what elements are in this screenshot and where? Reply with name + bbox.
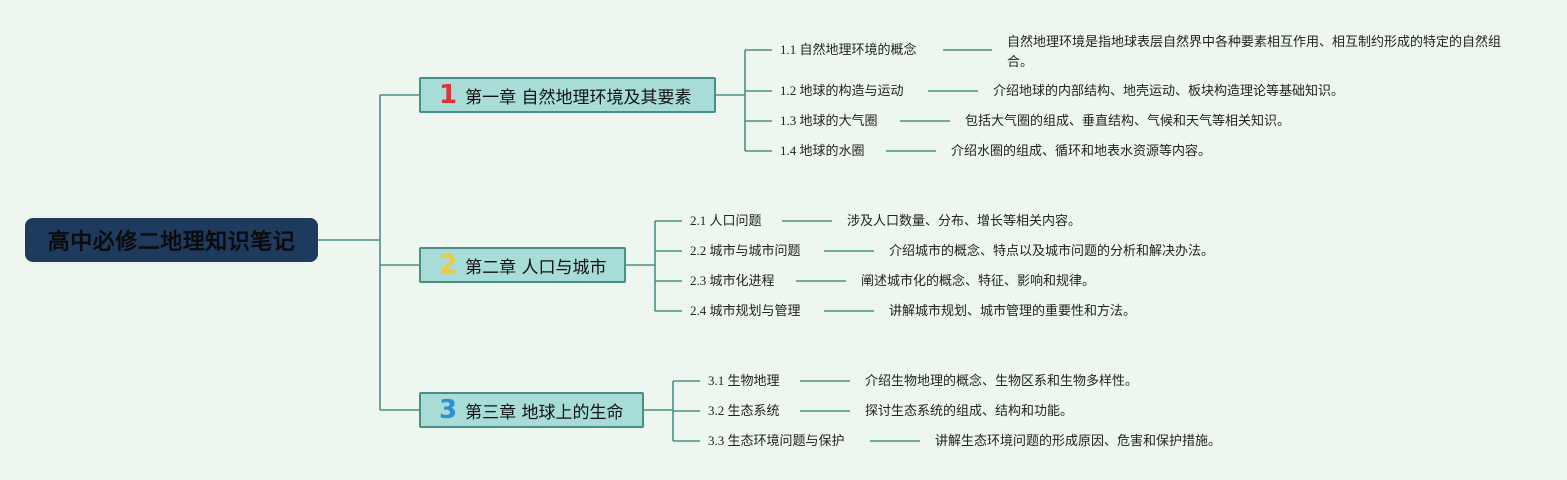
section-3-3-desc: 讲解生态环境问题的形成原因、危害和保护措施。 bbox=[935, 433, 1222, 448]
chapter-number-badge: 1 bbox=[439, 80, 458, 110]
chapter-2-node[interactable]: 2 第二章 人口与城市 bbox=[419, 247, 626, 283]
chapter-1-node[interactable]: 1 第一章 自然地理环境及其要素 bbox=[419, 77, 716, 113]
chapter-number-badge: 3 bbox=[439, 395, 458, 425]
section-1-2-desc: 介绍地球的内部结构、地壳运动、板块构造理论等基础知识。 bbox=[993, 83, 1345, 98]
chapter-3-node[interactable]: 3 第三章 地球上的生命 bbox=[419, 392, 644, 428]
chapter-title: 第三章 地球上的生命 bbox=[465, 402, 624, 423]
section-2-4-desc: 讲解城市规划、城市管理的重要性和方法。 bbox=[889, 303, 1137, 318]
section-2-2-desc: 介绍城市的概念、特点以及城市问题的分析和解决办法。 bbox=[889, 243, 1215, 258]
section-3-2-label[interactable]: 3.2 生态系统 bbox=[708, 403, 780, 418]
chapter-title: 第二章 人口与城市 bbox=[465, 257, 607, 278]
root-topic[interactable]: 高中必修二地理知识笔记 bbox=[25, 218, 318, 262]
section-1-3-label[interactable]: 1.3 地球的大气圈 bbox=[780, 113, 878, 128]
section-2-1-desc: 涉及人口数量、分布、增长等相关内容。 bbox=[847, 213, 1082, 228]
section-1-2-label[interactable]: 1.2 地球的构造与运动 bbox=[780, 83, 904, 98]
section-2-3-label[interactable]: 2.3 城市化进程 bbox=[690, 273, 775, 288]
section-3-1-desc: 介绍生物地理的概念、生物区系和生物多样性。 bbox=[865, 373, 1139, 388]
section-2-4-label[interactable]: 2.4 城市规划与管理 bbox=[690, 303, 801, 318]
section-2-2-label[interactable]: 2.2 城市与城市问题 bbox=[690, 243, 801, 258]
section-1-1-label[interactable]: 1.1 自然地理环境的概念 bbox=[780, 42, 917, 57]
chapter-title: 第一章 自然地理环境及其要素 bbox=[465, 87, 692, 108]
section-2-1-label[interactable]: 2.1 人口问题 bbox=[690, 213, 762, 228]
section-1-4-desc: 介绍水圈的组成、循环和地表水资源等内容。 bbox=[951, 143, 1212, 158]
section-3-1-label[interactable]: 3.1 生物地理 bbox=[708, 373, 780, 388]
section-3-2-desc: 探讨生态系统的组成、结构和功能。 bbox=[865, 403, 1074, 418]
chapter-number-badge: 2 bbox=[439, 250, 458, 280]
section-1-1-desc: 自然地理环境是指地球表层自然界中各种要素相互作用、相互制约形成的特定的自然组合。 bbox=[1007, 34, 1502, 69]
section-3-3-label[interactable]: 3.3 生态环境问题与保护 bbox=[708, 433, 845, 448]
section-1-4-label[interactable]: 1.4 地球的水圈 bbox=[780, 143, 865, 158]
section-1-3-desc: 包括大气圈的组成、垂直结构、气候和天气等相关知识。 bbox=[965, 113, 1291, 128]
section-2-3-desc: 阐述城市化的概念、特征、影响和规律。 bbox=[861, 273, 1096, 288]
root-title: 高中必修二地理知识笔记 bbox=[47, 230, 296, 255]
